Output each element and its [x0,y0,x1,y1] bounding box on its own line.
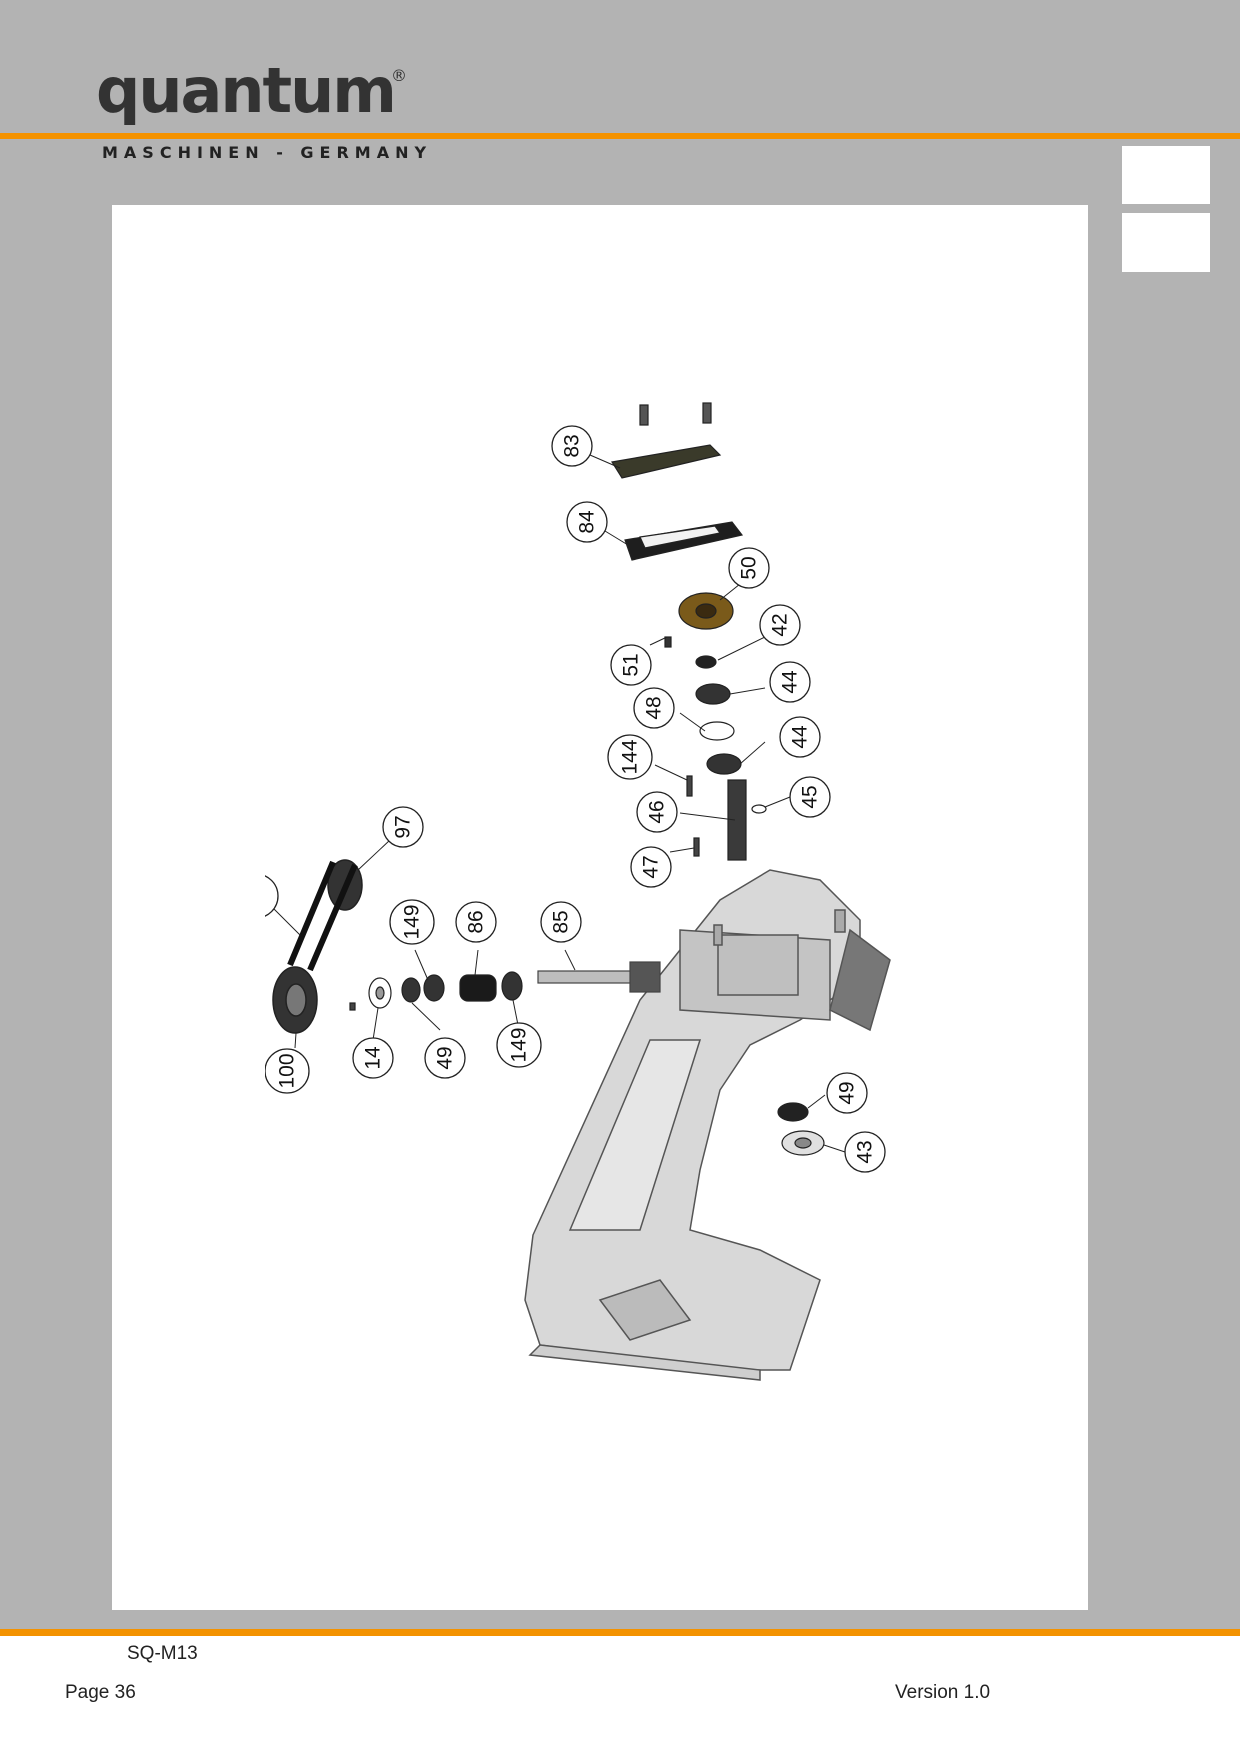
callout-84-label: 84 [576,510,599,534]
page-number: Page 36 [65,1682,136,1703]
callout-84: 84 [566,501,608,543]
callout-49b-label: 49 [836,1081,859,1104]
callout-44b-label: 44 [789,725,812,749]
callout-101: 101 [265,875,279,917]
callout-50: 50 [728,547,770,589]
callout-144-label: 144 [619,739,642,774]
callout-49-label: 49 [434,1046,457,1069]
callout-51: 51 [610,644,652,686]
callout-46-label: 46 [646,800,669,823]
side-tab-1 [1122,146,1210,204]
callout-50-label: 50 [738,556,761,579]
callouts: 83 84 50 42 51 44 48 44 144 45 46 47 97 … [265,425,886,1173]
brand-tagline: MASCHINEN - GERMANY [102,143,433,162]
brand-name: quantum [96,54,397,127]
callout-83-label: 83 [561,434,584,457]
callout-14: 14 [352,1037,394,1079]
base-casting [524,869,891,1381]
callout-86: 86 [455,901,497,943]
callout-85: 85 [540,901,582,943]
callout-49b: 49 [826,1072,868,1114]
callout-149b: 149 [496,1022,542,1068]
callout-48-label: 48 [643,696,666,719]
callout-97: 97 [382,806,424,848]
pulley-assembly [272,859,363,1034]
version-label: Version 1.0 [895,1682,991,1703]
callout-101-label: 101 [265,878,268,913]
callout-100-label: 100 [276,1053,299,1088]
callout-14-label: 14 [362,1046,385,1070]
side-tab-2 [1122,213,1210,272]
callout-47-label: 47 [640,855,663,878]
leader-lines [269,454,846,1153]
callout-47: 47 [630,846,672,888]
callout-49: 49 [424,1037,466,1079]
leadscrew-shaft [537,961,661,993]
callout-44b: 44 [779,716,821,758]
shaft-components [349,971,523,1011]
callout-85-label: 85 [550,910,573,933]
vertical-stack [611,402,825,1156]
header-rule [0,133,1240,139]
callout-46: 46 [636,791,678,833]
callout-100: 100 [265,1048,310,1094]
callout-43: 43 [844,1131,886,1173]
footer-rule [0,1629,1240,1636]
callout-44: 44 [769,661,811,703]
callout-51-label: 51 [620,653,643,676]
callout-86-label: 86 [465,910,488,933]
callout-45-label: 45 [799,785,822,808]
callout-149-label: 149 [401,904,424,939]
callout-45: 45 [789,776,831,818]
callout-42-label: 42 [769,613,792,636]
callout-97-label: 97 [392,815,415,838]
registered-mark: ® [391,66,407,85]
callout-43-label: 43 [854,1140,877,1163]
callout-149b-label: 149 [508,1027,531,1062]
callout-42: 42 [759,604,801,646]
callout-48: 48 [633,687,675,729]
callout-149: 149 [389,899,435,945]
model-number: SQ-M13 [127,1643,198,1664]
callout-83: 83 [551,425,593,467]
exploded-parts-drawing: 83 84 50 42 51 44 48 44 144 45 46 47 97 … [265,402,891,1381]
callout-144: 144 [607,734,653,780]
callout-44-label: 44 [779,670,802,694]
